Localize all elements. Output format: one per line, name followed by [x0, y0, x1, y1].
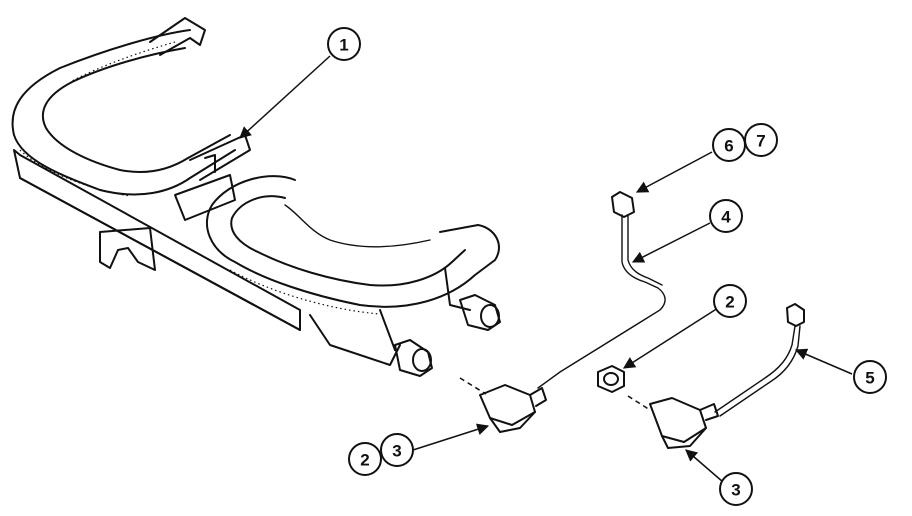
- burner-assembly: [11, 17, 501, 377]
- callout-6: 6: [712, 128, 746, 162]
- callout-label: 1: [339, 36, 348, 55]
- callout-5: 5: [853, 360, 887, 394]
- callout-label: 2: [725, 293, 734, 312]
- callout-7: 7: [744, 123, 778, 157]
- callout-1: 1: [327, 27, 361, 61]
- callout-label: 4: [721, 208, 731, 227]
- locknut: [597, 365, 625, 393]
- left-valve-assembly: [459, 191, 666, 433]
- callout-label: 3: [392, 442, 401, 461]
- callout-label: 7: [756, 132, 765, 151]
- callout-3-left: 3: [380, 433, 414, 467]
- callout-4: 4: [709, 199, 743, 233]
- callout-label: 2: [360, 451, 369, 470]
- callout-2-upper: 2: [713, 284, 747, 318]
- callout-label: 6: [724, 137, 733, 156]
- callout-3-right: 3: [719, 472, 753, 506]
- callout-label: 3: [731, 481, 740, 500]
- callout-label: 5: [865, 369, 874, 388]
- leader-lines: [239, 55, 853, 483]
- callout-2-lower: 2: [348, 442, 382, 476]
- right-valve-assembly: [627, 303, 805, 449]
